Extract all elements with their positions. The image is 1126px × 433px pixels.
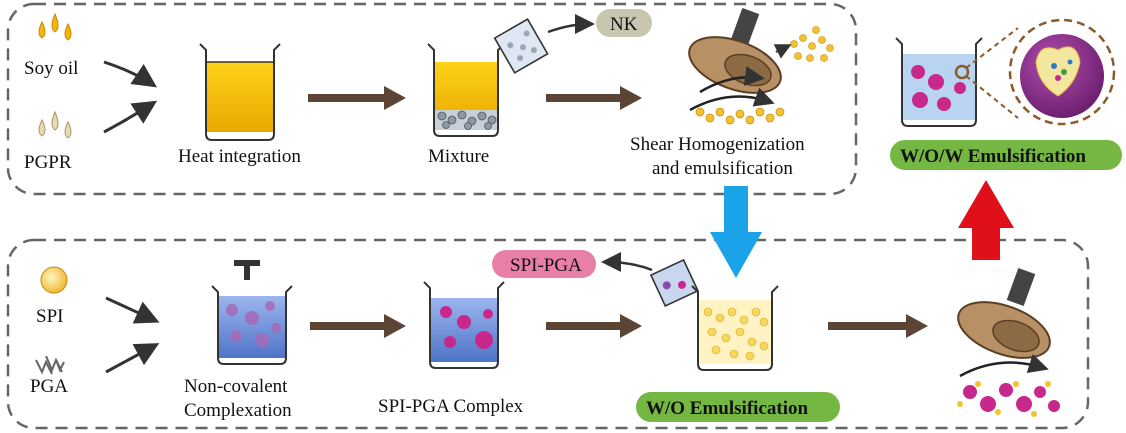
noncovalent-beaker — [212, 260, 292, 364]
wow-droplet-zoom — [1010, 20, 1114, 124]
heat-integration-label: Heat integration — [178, 146, 301, 167]
arrow-spi-to-complex — [106, 298, 154, 320]
arrow-mixture-to-shear — [546, 86, 642, 110]
complex-label: SPI-PGA Complex — [378, 396, 524, 417]
pga-strands-icon — [36, 356, 64, 374]
nk-pour-beaker — [495, 19, 548, 73]
homogenizer-bottom-icon — [951, 268, 1060, 417]
arrow-soyoil-to-heat — [104, 62, 152, 84]
wo-label: W/O Emulsification — [646, 398, 808, 419]
wow-label: W/O/W Emulsification — [900, 146, 1086, 167]
wo-beaker — [692, 286, 778, 370]
pgpr-drops-icon — [39, 112, 71, 138]
spi-label: SPI — [36, 306, 63, 327]
arrow-complex-to-wo — [546, 314, 642, 338]
soy-oil-label: Soy oil — [24, 58, 78, 79]
blue-arrow-down — [710, 186, 762, 278]
noncovalent-label-line1: Non-covalent — [184, 376, 288, 397]
arrow-pga-to-complex — [106, 346, 154, 372]
arrow-pgpr-to-heat — [104, 104, 152, 132]
noncovalent-label-line2: Complexation — [184, 400, 292, 421]
mixture-label: Mixture — [428, 146, 489, 167]
arrow-wo-to-homogenizer — [828, 314, 928, 338]
spi-sphere-icon — [41, 267, 67, 293]
soy-oil-drops-icon — [39, 14, 71, 40]
complex-beaker — [424, 282, 504, 368]
shear-label-line1: Shear Homogenization — [630, 134, 805, 155]
heat-beaker — [200, 44, 280, 140]
pga-label: PGA — [30, 376, 68, 397]
wow-beaker — [896, 28, 1018, 126]
pgpr-label: PGPR — [24, 152, 72, 173]
arrow-to-spi-pga — [606, 262, 652, 270]
arrow-to-nk — [548, 24, 590, 32]
red-arrow-up — [958, 180, 1014, 260]
shear-label-line2: and emulsification — [652, 158, 793, 179]
arrow-noncov-to-complex — [310, 314, 406, 338]
arrow-heat-to-mixture — [308, 86, 406, 110]
spi-pga-label: SPI-PGA — [510, 255, 582, 276]
spi-pga-pour-beaker — [651, 260, 698, 306]
homogenizer-top-icon — [682, 8, 834, 124]
nk-label: NK — [610, 14, 638, 35]
mixture-beaker — [428, 44, 504, 136]
